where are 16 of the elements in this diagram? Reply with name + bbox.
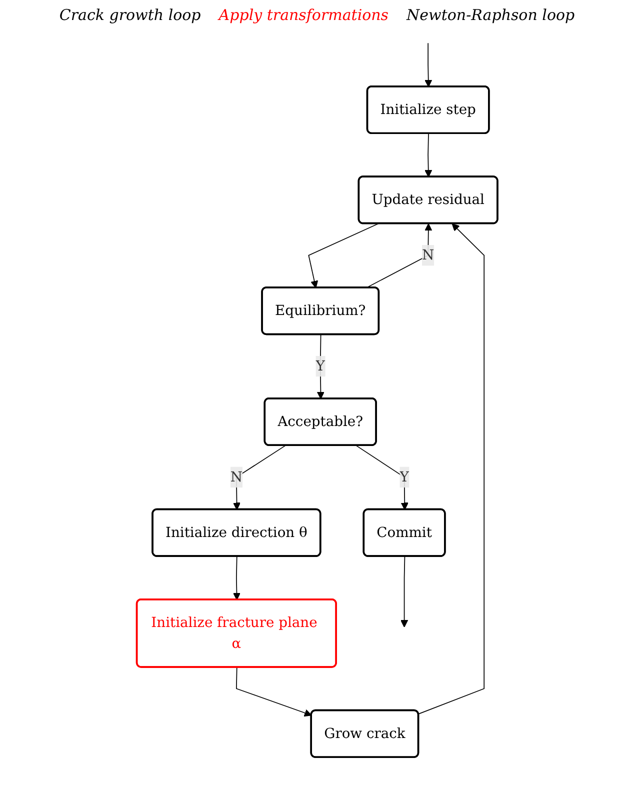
- loop-note: Crack growth loop: [59, 6, 201, 24]
- edge-label: N: [230, 468, 242, 485]
- arrow: [232, 445, 286, 510]
- arrow: [356, 445, 408, 510]
- edge-label: Y: [400, 468, 409, 485]
- edge-label: N: [422, 246, 434, 264]
- edge-label: Y: [316, 358, 325, 374]
- arrow: [424, 42, 432, 88]
- arrow: [308, 223, 378, 288]
- arrow: [424, 133, 432, 178]
- loop-note: Newton-Raphson loop: [406, 6, 575, 24]
- arrow: [232, 556, 240, 600]
- arrow: [418, 223, 484, 714]
- arrow: [400, 556, 408, 628]
- loop-note: Apply transformations: [218, 6, 389, 24]
- arrow: [236, 666, 312, 717]
